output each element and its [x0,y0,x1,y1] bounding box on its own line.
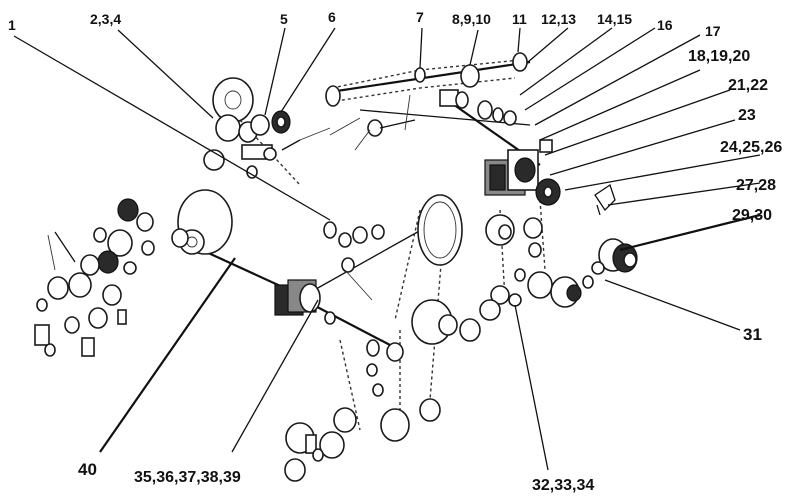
label-21-22: 21,22 [728,77,768,94]
left-mechanism [34,198,155,357]
label-12-13: 12,13 [541,11,576,27]
label-16: 16 [657,17,673,33]
right-parts [591,183,638,275]
large-disc-left [171,189,233,255]
leader-lines [13,27,761,471]
label-27-28: 27,28 [736,177,776,194]
label-29-30: 29,30 [732,207,772,224]
center-motor [274,221,385,325]
label-24-25-26: 24,25,26 [720,139,782,156]
label-14-15: 14,15 [597,11,632,27]
top-center-parts [325,52,528,151]
label-1: 1 [8,17,16,33]
label-32-33-34: 32,33,34 [532,477,594,494]
part-labels: 1 2,3,4 5 6 7 8,9,10 11 12,13 14,15 16 1… [8,9,782,494]
gearbox-right [484,139,561,206]
cluster-center-right [417,194,594,308]
label-2-3-4: 2,3,4 [90,11,121,27]
label-8-9-10: 8,9,10 [452,11,491,27]
sprocket-group-top-left [203,77,331,179]
label-7: 7 [416,9,424,25]
label-23: 23 [738,107,756,124]
label-31: 31 [743,325,762,344]
cluster-lower-center [284,299,501,482]
label-18-19-20: 18,19,20 [688,48,750,65]
label-5: 5 [280,11,288,27]
label-40: 40 [78,460,97,479]
label-11: 11 [512,11,527,27]
label-6: 6 [328,9,336,25]
label-17: 17 [705,23,721,39]
label-35-39: 35,36,37,38,39 [134,469,241,486]
